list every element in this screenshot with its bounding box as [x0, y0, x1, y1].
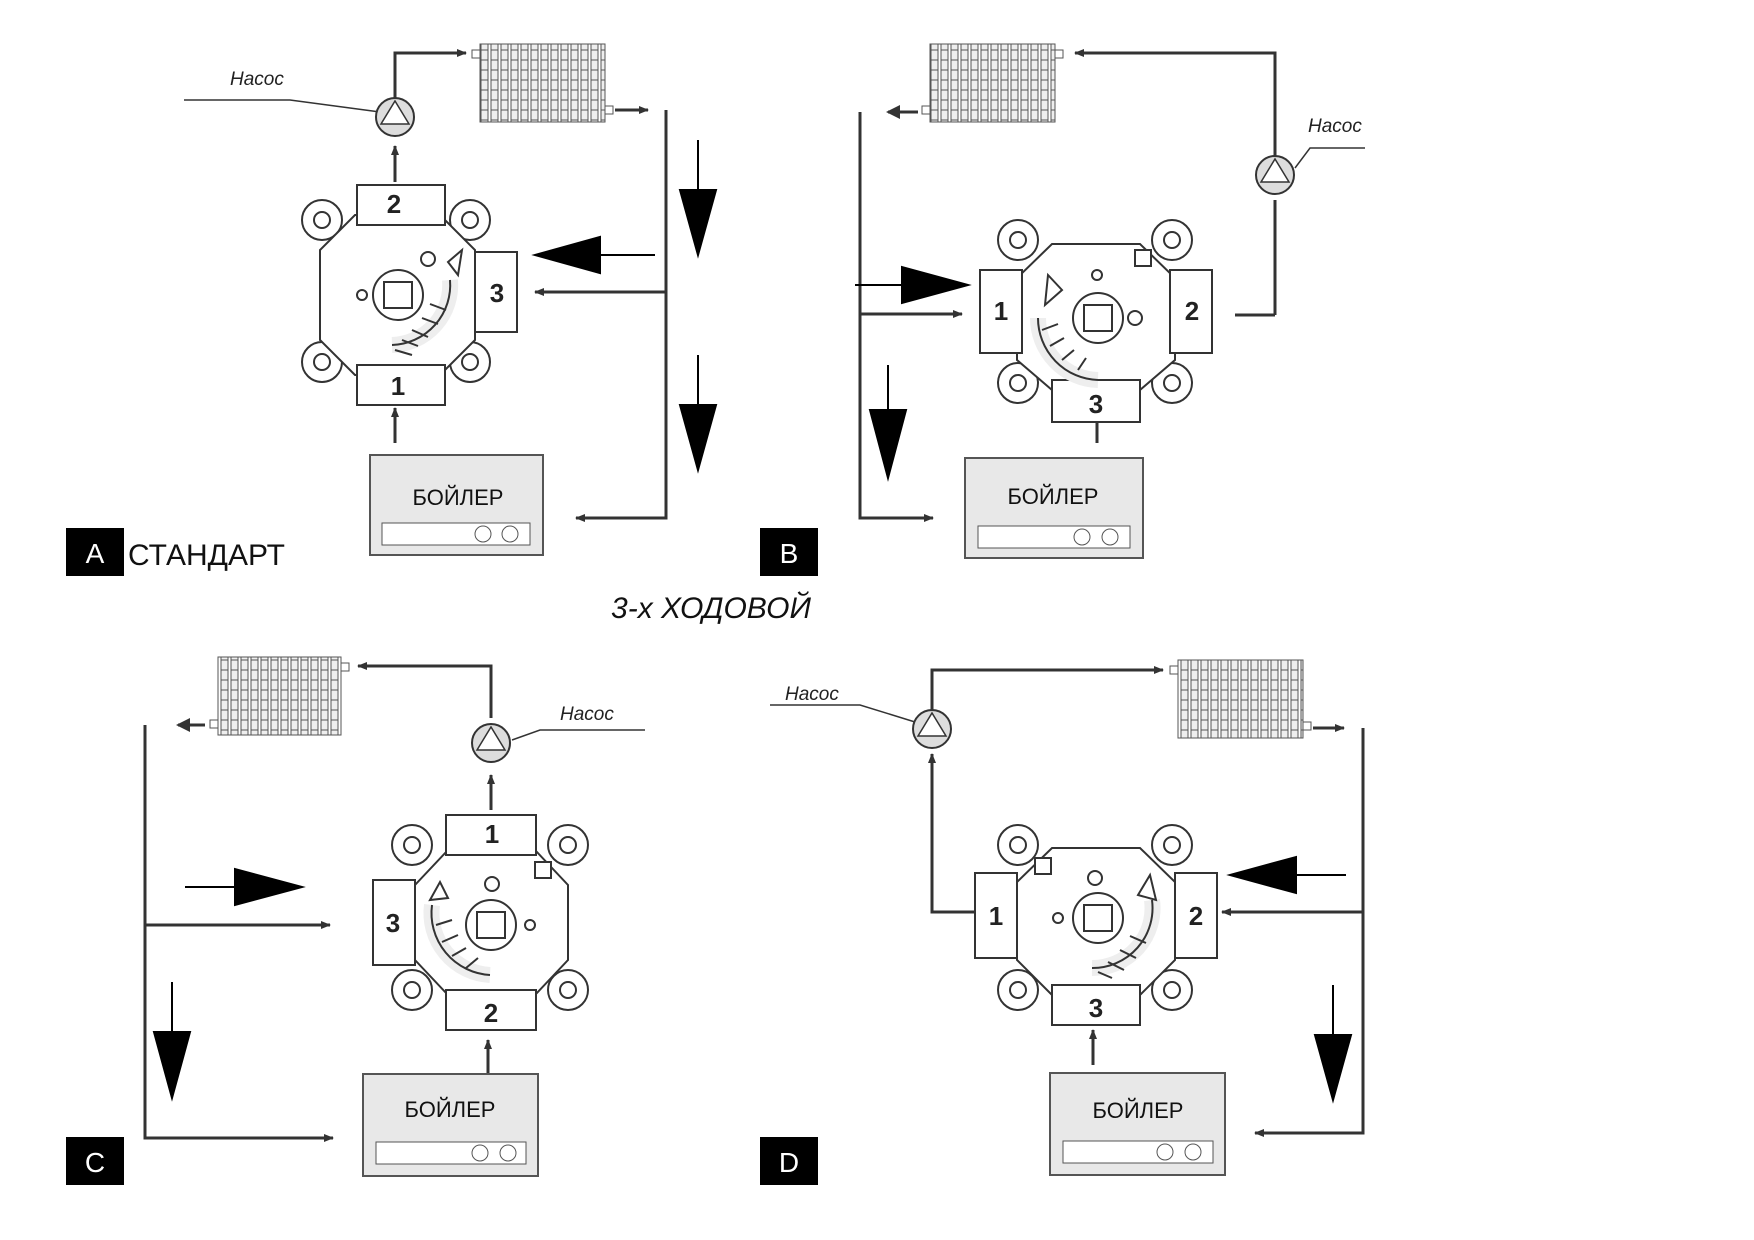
port-3-label: 3: [490, 278, 504, 308]
flow-arrows: [855, 265, 972, 482]
panel-d-badge: [760, 1137, 818, 1185]
diagram-title: 3-х ХОДОВОЙ: [611, 591, 811, 625]
port-1-label: 1: [485, 819, 499, 849]
pipes: [858, 49, 1365, 522]
boiler: [964, 457, 1144, 559]
panel-a-letter: A: [86, 538, 105, 569]
scheme-c: Насос 1 3 2 БОЙЛЕР C: [66, 656, 645, 1185]
pump: [471, 723, 511, 763]
port-2-label: 2: [484, 998, 498, 1028]
pump: [1255, 155, 1295, 195]
port-3-label: 3: [386, 908, 400, 938]
valve: [372, 814, 589, 1031]
pump: [375, 97, 415, 137]
radiator: [921, 43, 1064, 123]
boiler-label: БОЙЛЕР: [405, 1097, 496, 1122]
radiator: [471, 43, 614, 123]
port-3-label: 3: [1089, 993, 1103, 1023]
port-1-label: 1: [989, 901, 1003, 931]
port-2-label: 2: [387, 189, 401, 219]
panel-c-badge: [66, 1137, 124, 1185]
pipes: [770, 666, 1365, 1137]
boiler-label: БОЙЛЕР: [1008, 484, 1099, 509]
boiler: [1049, 1072, 1226, 1176]
flow-arrows: [531, 140, 718, 474]
arrow-head: [886, 105, 900, 119]
pump-label: Насос: [785, 684, 839, 705]
flow-arrows: [1226, 855, 1353, 1104]
pipes: [184, 49, 668, 522]
pump-label: Насос: [560, 704, 614, 725]
valve: [974, 824, 1218, 1026]
pump-label: Насос: [1308, 116, 1362, 137]
radiator: [209, 656, 350, 736]
radiator: [1169, 659, 1312, 739]
arrow-head: [176, 718, 190, 732]
panel-b-letter: B: [780, 538, 799, 569]
port-1-label: 1: [391, 371, 405, 401]
panel-d-letter: D: [779, 1147, 799, 1178]
scheme-d: Насос 1 2 3 БОЙЛЕР D: [760, 659, 1365, 1185]
boiler-label: БОЙЛЕР: [413, 485, 504, 510]
port-1-label: 1: [994, 296, 1008, 326]
pump: [912, 709, 952, 749]
port-2-label: 2: [1185, 296, 1199, 326]
valve: [301, 184, 518, 406]
boiler: [362, 1073, 539, 1177]
boiler-label: БОЙЛЕР: [1093, 1098, 1184, 1123]
flow-arrows: [152, 867, 306, 1102]
panel-a-name: СТАНДАРТ: [128, 539, 285, 572]
panel-a-badge: [66, 528, 124, 576]
valve: [979, 219, 1213, 423]
boiler: [369, 454, 544, 556]
port-3-label: 3: [1089, 389, 1103, 419]
pump-label: Насос: [230, 69, 284, 90]
panel-b-badge: [760, 528, 818, 576]
scheme-a: Насос 2 3 1 БОЙЛЕР: [66, 43, 718, 576]
panel-c-letter: C: [85, 1147, 105, 1178]
port-2-label: 2: [1189, 901, 1203, 931]
scheme-b: Насос 1 2 3 БОЙЛЕР B: [760, 43, 1365, 576]
pipes: [143, 662, 645, 1142]
